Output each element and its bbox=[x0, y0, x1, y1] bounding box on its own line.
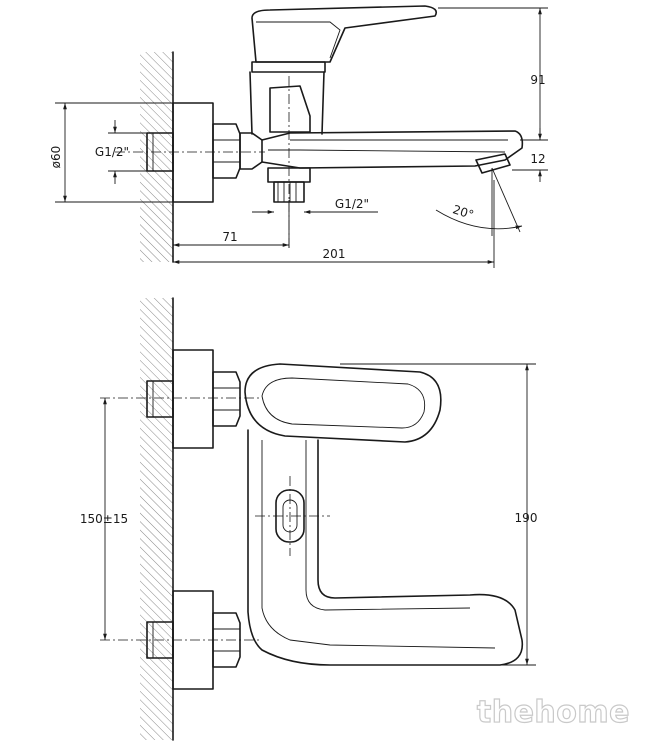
dim-thread-bottom-label: G1/2" bbox=[335, 197, 369, 211]
dim-spout-drop-label: 12 bbox=[530, 152, 545, 166]
side-view: ø60 G1/2" G1/2" 91 12 20° 71 2 bbox=[49, 5, 548, 268]
dim-diameter-label: ø60 bbox=[49, 146, 63, 169]
dim-offset-label: 71 bbox=[222, 230, 237, 244]
wall-flange bbox=[172, 102, 214, 203]
dim-thread-wall-label: G1/2" bbox=[95, 145, 129, 159]
dim-height-top-label: 91 bbox=[530, 73, 545, 87]
front-view: 150±15 190 bbox=[80, 297, 538, 741]
dim-height-front-label: 190 bbox=[515, 511, 538, 525]
wall-hatch-top bbox=[140, 52, 173, 262]
wall-hatch-bottom bbox=[140, 298, 173, 740]
dim-length-label: 201 bbox=[323, 247, 346, 261]
dim-angle-label: 20° bbox=[451, 202, 476, 222]
watermark-logo: thehome bbox=[477, 695, 630, 730]
dim-spacing-label: 150±15 bbox=[80, 512, 128, 526]
